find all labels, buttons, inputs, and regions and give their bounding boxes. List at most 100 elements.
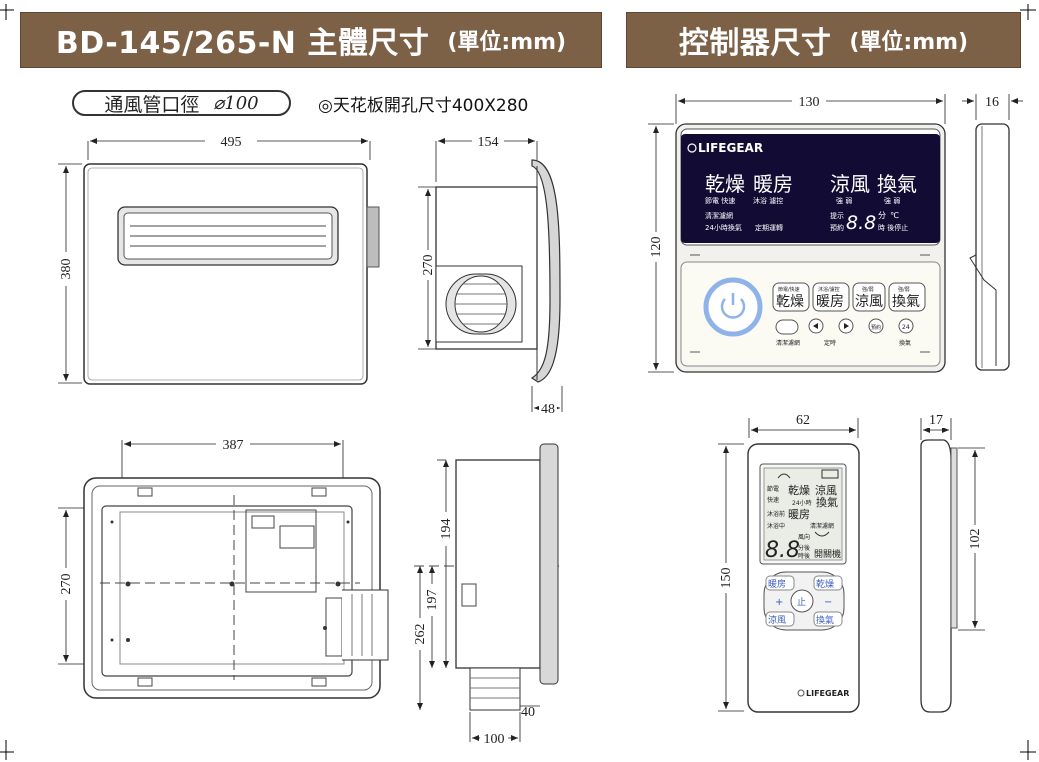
remote-timer-text: 時後 (798, 552, 810, 560)
panel-vent-label: 換氣 (899, 339, 911, 347)
side-view-bottom: 194 197 262 100 40 (411, 443, 560, 747)
section-a-dim: 194 (439, 519, 454, 540)
panel-timer-note: 定期運轉 (755, 223, 783, 232)
section-b-dim: 197 (425, 590, 440, 611)
remote-btn-vent[interactable] (813, 611, 843, 627)
panel-reserve-text: 預約 (830, 223, 844, 232)
panel-btn-dry-label: 乾燥 (776, 294, 804, 310)
side-height-dim: 270 (421, 255, 436, 276)
panel-dry-sub: 節電 快速 (705, 196, 735, 205)
remote-btn-cool[interactable] (765, 611, 795, 627)
panel-stop-text: 時 後停止 (878, 223, 908, 232)
remote-btn-warm[interactable] (765, 575, 795, 591)
power-button[interactable] (703, 277, 763, 337)
panel-btn-vent-top: 強/弱 (898, 286, 910, 293)
panel-warm-sub: 沐浴 濾控 (753, 196, 783, 205)
panel-btn-reserve[interactable] (868, 318, 884, 334)
panel-btn-cool-label: 涼風 (855, 294, 883, 310)
panel-btn-warm[interactable] (812, 282, 850, 312)
brand-logo-icon (687, 143, 697, 153)
panel-cool-sub: 強 弱 (836, 197, 852, 205)
remote-seg-display: 8.8 (765, 538, 800, 563)
remote-warm-text: 暖房 (788, 508, 810, 521)
panel-seg-display: 8.8 (846, 212, 876, 234)
side-flange-dim: 48 (541, 402, 555, 417)
vent-diameter: ⌀100 (213, 92, 259, 114)
back-width-dim: 387 (223, 438, 244, 453)
remote-control: 62 150 節電 快速 乾燥 涼風 24小時 換氣 沐浴前 暖房 沐浴中 清潔… (717, 412, 985, 713)
remote-width-dim: 62 (796, 413, 810, 428)
remote-btn-dry[interactable] (813, 575, 843, 591)
remote-minus-label: − (824, 597, 832, 608)
remote-btn-vent-label: 換氣 (816, 614, 834, 626)
control-panel: 130 120 LIFEGEAR 乾燥 暖房 涼風 換氣 節電 快速 沐浴 濾控… (647, 93, 1023, 373)
panel-btn-warm-top: 沐浴/濾控 (818, 286, 840, 293)
panel-btn-filter[interactable] (775, 319, 799, 335)
remote-fast-text: 快速 (767, 496, 779, 504)
panel-btn-cool-top: 強/弱 (862, 286, 874, 293)
remote-dir-text: 風向 (798, 533, 810, 541)
panel-24h-text: 24小時換氣 (705, 223, 742, 232)
panel-btn-24[interactable] (898, 318, 914, 334)
remote-btn-stop-label: 止 (797, 596, 806, 608)
remote-btn-stop[interactable] (790, 589, 814, 613)
remote-brand: LIFEGEAR (806, 689, 849, 698)
main-unit-title-banner: BD-145/265-N 主體尺寸 (單位:mm) (20, 12, 602, 68)
panel-cool-text: 涼風 (830, 172, 870, 196)
remote-depth-dim: 17 (929, 413, 943, 428)
left-arrow-icon (813, 323, 818, 329)
battery-icon (821, 469, 839, 479)
panel-width-dim: 130 (799, 95, 820, 110)
panel-depth-dim: 16 (985, 95, 999, 110)
right-arrow-icon (844, 323, 849, 329)
panel-dry-text: 乾燥 (705, 172, 745, 196)
panel-btn-vent-label: 換氣 (892, 294, 920, 310)
controller-title: 控制器尺寸 (678, 26, 832, 61)
main-unit-title: BD-145/265-N 主體尺寸 (55, 26, 430, 61)
panel-height-dim: 120 (649, 237, 664, 258)
panel-btn-dry-top: 節電/快速 (778, 286, 800, 293)
back-height-dim: 270 (59, 574, 74, 595)
panel-btn-24-label: 24 (902, 324, 910, 331)
remote-filter-text: 清潔濾網 (810, 522, 834, 530)
remote-btn-dry-label: 乾燥 (816, 578, 834, 590)
power-icon (720, 298, 746, 319)
panel-vent-sub: 強 弱 (884, 197, 900, 205)
panel-btn-dry[interactable] (772, 282, 810, 312)
panel-timer-label: 定時 (824, 339, 836, 347)
duct-depth-dim: 40 (521, 705, 535, 720)
remote-vent-text: 換氣 (816, 495, 838, 509)
panel-filter-label: 清潔濾網 (776, 339, 800, 347)
section-c-dim: 262 (413, 624, 428, 645)
remote-btn-warm-label: 暖房 (768, 578, 786, 590)
front-width-dim: 495 (221, 135, 242, 150)
remote-cool-text: 涼風 (815, 483, 837, 497)
remote-dry-text: 乾燥 (788, 484, 810, 497)
back-view: 387 270 (57, 435, 389, 699)
ceiling-opening-note: ◎天花板開孔尺寸400X280 (318, 96, 529, 116)
crop-marks (0, 4, 1036, 760)
remote-min-text: 分後 (798, 544, 810, 552)
side-view-top: 154 270 48 (418, 132, 563, 417)
remote-24h-text: 24小時 (792, 499, 812, 507)
remote-bathing-text: 沐浴中 (767, 522, 785, 530)
controller-unit: (單位:mm) (849, 30, 969, 55)
remote-logo-icon (797, 689, 805, 697)
remote-height-dim: 150 (719, 568, 734, 589)
signal-icon (777, 473, 791, 479)
side-width-dim: 154 (478, 135, 499, 150)
panel-hint-text: 提示 (830, 211, 844, 220)
panel-filter-text: 清潔濾網 (705, 211, 733, 220)
panel-btn-vent[interactable] (888, 282, 926, 312)
panel-btn-cool[interactable] (852, 282, 886, 312)
vent-label: 通風管口徑 (104, 93, 200, 116)
panel-mode-buttons: 節電/快速 沐浴/濾控 強/弱 強/弱 乾燥 暖房 涼風 換氣 (772, 282, 926, 312)
panel-btn-reserve-label: 預約 (871, 324, 881, 331)
panel-brand: LIFEGEAR (698, 141, 763, 155)
duct-width-dim: 100 (484, 732, 505, 747)
panel-min-text: 分 (878, 211, 886, 220)
main-unit-unit: (單位:mm) (447, 30, 567, 55)
vent-diameter-label: 通風管口徑 ⌀100 (72, 90, 291, 116)
panel-vent-text: 換氣 (877, 172, 917, 196)
